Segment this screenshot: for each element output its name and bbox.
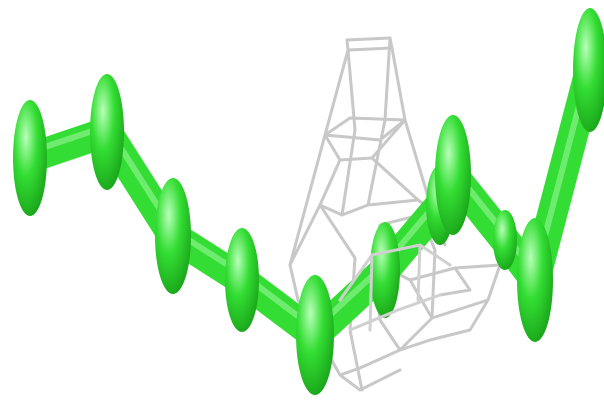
- chain-bead: [517, 218, 553, 342]
- wireframe-cage-front: [338, 243, 452, 332]
- cage-edge: [288, 48, 350, 302]
- cage-edge: [340, 48, 357, 217]
- chain-bead: [573, 8, 604, 132]
- chain-bead: [296, 275, 334, 395]
- cage-top-cap: [345, 36, 394, 52]
- cage-edge: [368, 253, 374, 332]
- cage-edge: [348, 293, 442, 332]
- chain-bead: [493, 210, 517, 270]
- chain-bead: [370, 222, 400, 318]
- chain-bead: [155, 178, 191, 294]
- chain-bead: [90, 74, 124, 190]
- cage-edge: [338, 243, 452, 302]
- chain-bead: [13, 100, 47, 216]
- chain-bead: [435, 115, 471, 235]
- cage-ring: [288, 198, 420, 267]
- cage-ring: [323, 116, 407, 142]
- cage-edge: [416, 243, 422, 302]
- cage-edge: [408, 263, 502, 320]
- cage-edge: [323, 118, 407, 162]
- chain-beads: [13, 8, 604, 395]
- chain-bead: [225, 228, 259, 332]
- cage-edge: [398, 298, 490, 352]
- cage-edge: [438, 266, 472, 297]
- cage-edge: [366, 36, 392, 207]
- cage-edge: [338, 316, 434, 377]
